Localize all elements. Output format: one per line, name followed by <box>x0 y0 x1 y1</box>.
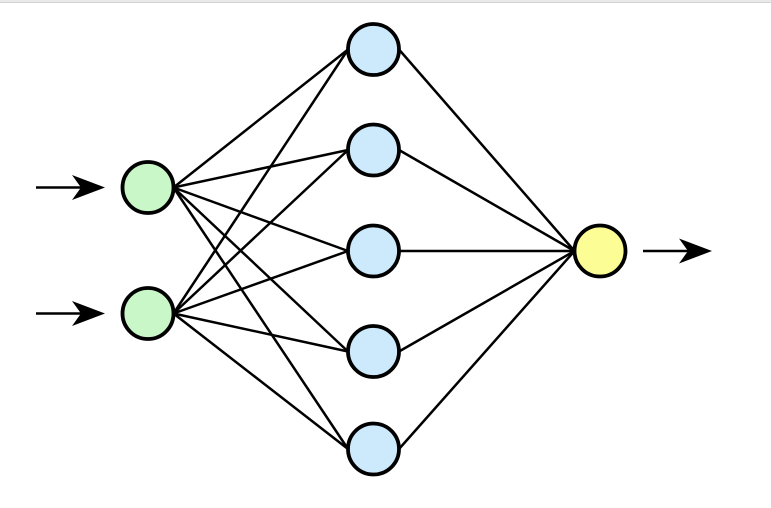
edge-input2-hidden1 <box>172 48 350 315</box>
edge-hidden2-output1 <box>398 148 576 253</box>
edge-input2-hidden4 <box>173 312 349 353</box>
edge-hidden5-output1 <box>398 250 576 450</box>
hidden-node-4 <box>346 324 401 379</box>
output-node-1 <box>572 223 628 279</box>
edge-hidden1-output1 <box>398 48 576 252</box>
edge-input2-hidden2 <box>172 149 349 315</box>
window-top-edge <box>0 0 771 3</box>
edge-hidden4-output1 <box>398 249 576 353</box>
input-node-2 <box>120 286 176 341</box>
input-arrow-2-head-icon <box>72 301 105 326</box>
edge-input2-hidden3 <box>173 249 349 315</box>
edge-input1-hidden3 <box>173 186 349 253</box>
input-node-1 <box>120 160 176 215</box>
edge-input1-hidden2 <box>173 148 349 189</box>
edge-input1-hidden5 <box>172 186 350 450</box>
input-arrow-1-head-icon <box>72 175 105 200</box>
hidden-node-3 <box>346 223 401 279</box>
hidden-node-1 <box>346 22 401 77</box>
hidden-node-5 <box>346 421 401 477</box>
hidden-node-2 <box>346 122 401 178</box>
edge-input1-hidden4 <box>172 186 349 353</box>
output-arrow-1-head-icon <box>679 238 712 264</box>
edge-input1-hidden1 <box>172 48 349 189</box>
edge-input2-hidden5 <box>172 312 349 450</box>
